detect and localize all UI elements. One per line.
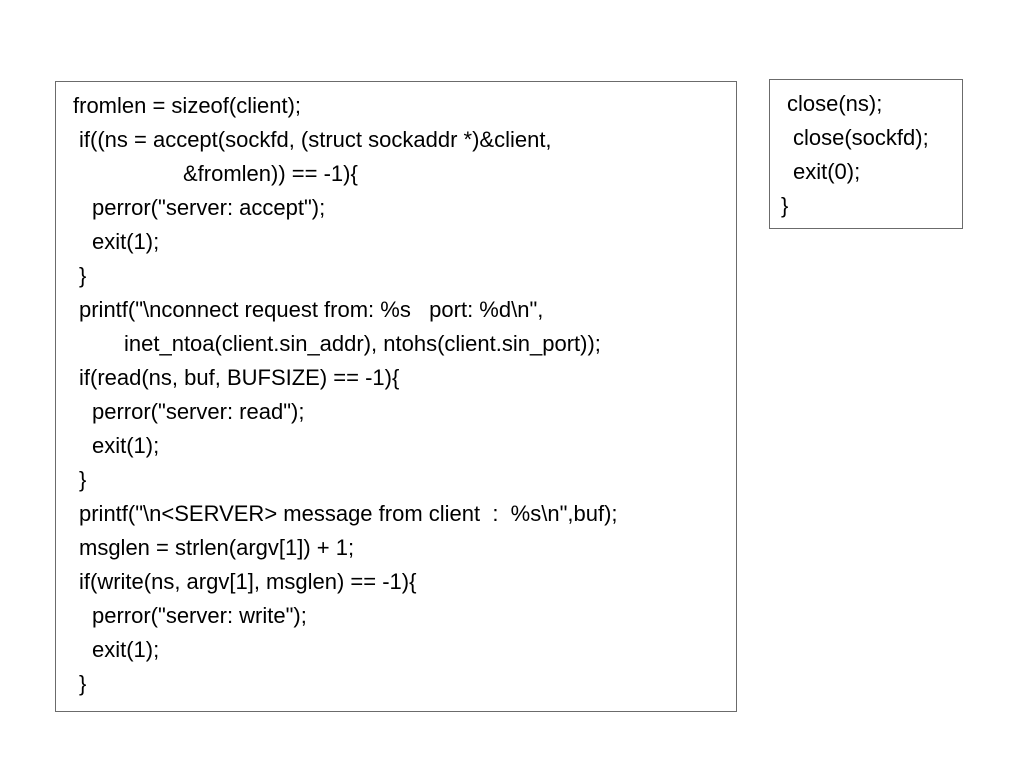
code-line: perror("server: read"); [92, 399, 305, 424]
code-line: if(write(ns, argv[1], msglen) == -1){ [79, 569, 417, 594]
code-line: } [79, 671, 87, 696]
code-line: perror("server: write"); [92, 603, 307, 628]
code-line: printf("\n<SERVER> message from client :… [79, 501, 618, 526]
main-code-box: fromlen = sizeof(client); if((ns = accep… [55, 81, 737, 712]
code-line: exit(1); [92, 229, 160, 254]
code-line: msglen = strlen(argv[1]) + 1; [79, 535, 355, 560]
code-line: } [79, 467, 87, 492]
code-line: } [79, 263, 87, 288]
code-line: printf("\nconnect request from: %s port:… [79, 297, 544, 322]
code-line: close(ns); [787, 91, 883, 116]
code-line: perror("server: accept"); [92, 195, 326, 220]
code-line: inet_ntoa(client.sin_addr), ntohs(client… [124, 331, 601, 356]
side-code-box: close(ns); close(sockfd); exit(0); } [769, 79, 963, 229]
code-line: exit(1); [92, 433, 160, 458]
code-line: exit(0); [793, 159, 861, 184]
code-line: if(read(ns, buf, BUFSIZE) == -1){ [79, 365, 400, 390]
code-line: } [781, 193, 789, 218]
code-line: fromlen = sizeof(client); [73, 93, 302, 118]
code-line: &fromlen)) == -1){ [183, 161, 358, 186]
code-line: close(sockfd); [793, 125, 929, 150]
code-line: if((ns = accept(sockfd, (struct sockaddr… [79, 127, 552, 152]
code-line: exit(1); [92, 637, 160, 662]
